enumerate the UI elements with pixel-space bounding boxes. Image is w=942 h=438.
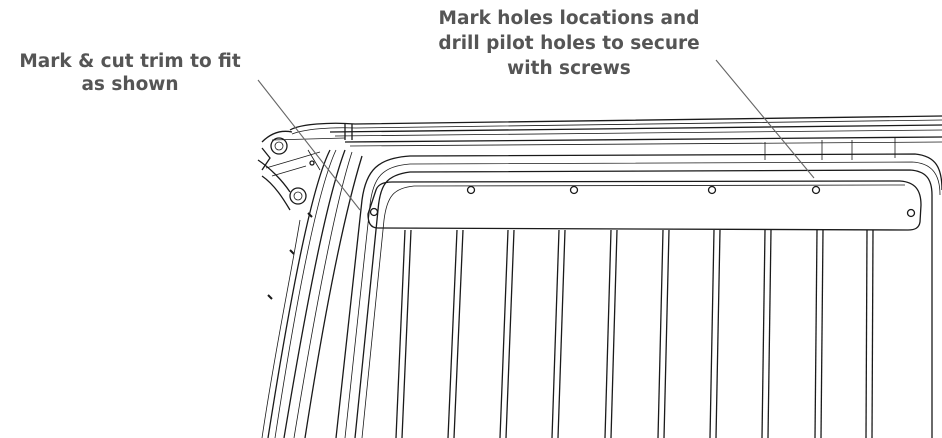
window-ribs (395, 229, 874, 438)
screw-hole (466, 185, 476, 195)
trim-callout-line-1: Mark & cut trim to fit (19, 51, 241, 72)
holes-callout: Mark holes locations and drill pilot hol… (404, 6, 734, 81)
screw-hole (906, 208, 916, 218)
leader-lines (257, 59, 815, 211)
trim-leader-line (257, 79, 361, 211)
holes-leader-line (715, 59, 815, 179)
holes-callout-line-1: Mark holes locations and (438, 8, 700, 29)
screw-holes (369, 185, 916, 218)
roof-rail (261, 115, 942, 147)
rail-details (764, 138, 896, 160)
left-frame (261, 149, 363, 438)
window-frame (335, 153, 942, 438)
screw-hole (369, 207, 379, 217)
left-pillar-hardware (257, 137, 321, 300)
screw-hole (569, 185, 579, 195)
holes-callout-line-3: with screws (507, 58, 631, 79)
trim-callout-line-2: as shown (81, 74, 179, 95)
screw-hole (811, 185, 821, 195)
holes-callout-line-2: drill pilot holes to secure (438, 33, 700, 54)
screw-hole (707, 185, 717, 195)
trim-callout: Mark & cut trim to fit as shown (0, 50, 260, 96)
trim-strip (367, 180, 922, 231)
